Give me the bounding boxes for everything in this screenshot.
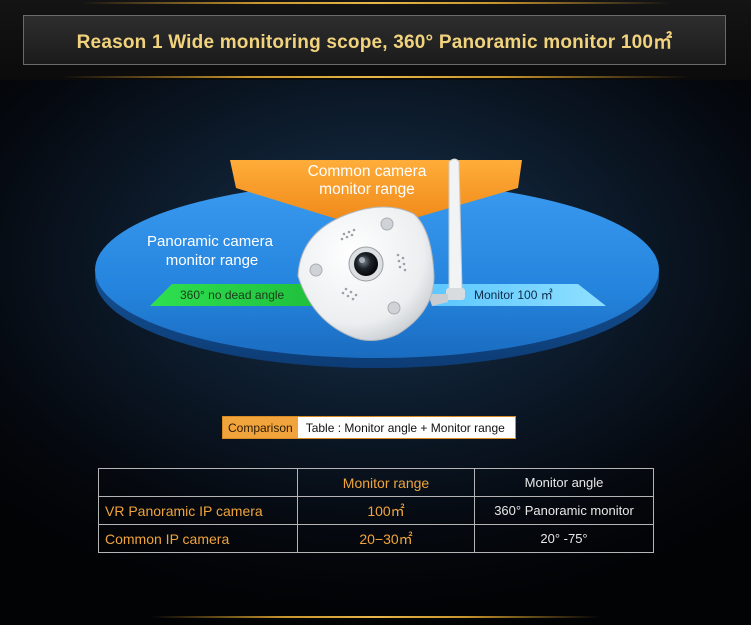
header-bar: Reason 1 Wide monitoring scope, 360° Pan… [0,0,751,80]
monitor-area-text: Monitor 100 ㎡ [474,288,553,302]
row-range: 100㎡ [297,496,475,525]
page-title: Reason 1 Wide monitoring scope, 360° Pan… [76,31,673,53]
row-label: Common IP camera [98,524,298,553]
panoramic-camera-icon [297,206,435,341]
monitor-area-strip [430,284,606,306]
panoramic-range-label-line1: Panoramic camera [147,233,274,250]
row-label: VR Panoramic IP camera [98,496,298,525]
antenna-icon [428,158,465,306]
comparison-table: Monitor range Monitor angle VR Panoramic… [98,468,654,553]
comparison-tag: Comparison [223,417,298,438]
row-angle: 360° Panoramic monitor [474,496,654,525]
header-blank-cell [98,468,298,497]
row-range: 20−30㎡ [297,524,475,553]
common-range-label-line2: monitor range [319,181,415,198]
title-box: Reason 1 Wide monitoring scope, 360° Pan… [23,15,726,65]
table-header-row: Monitor range Monitor angle [98,468,654,497]
comparison-text: Table : Monitor angle + Monitor range [297,417,515,438]
table-row: VR Panoramic IP camera 100㎡ 360° Panoram… [98,496,654,525]
footer-gold-line [150,616,600,618]
panoramic-range-label-line2: monitor range [166,252,259,269]
header-top-gold-line [80,2,670,4]
row-angle: 20° -75° [474,524,654,553]
table-row: Common IP camera 20−30㎡ 20° -75° [98,524,654,553]
no-dead-angle-text: 360° no dead angle [180,288,285,302]
header-monitor-range: Monitor range [297,468,475,497]
no-dead-angle-strip [150,284,318,306]
header-bottom-gold-line [60,76,690,78]
header-monitor-angle: Monitor angle [474,468,654,497]
comparison-label: Comparison Table : Monitor angle + Monit… [222,416,516,439]
camera-coverage-diagram: Common camera monitor range Panoramic ca… [95,158,659,368]
common-range-label-line1: Common camera [308,163,427,180]
